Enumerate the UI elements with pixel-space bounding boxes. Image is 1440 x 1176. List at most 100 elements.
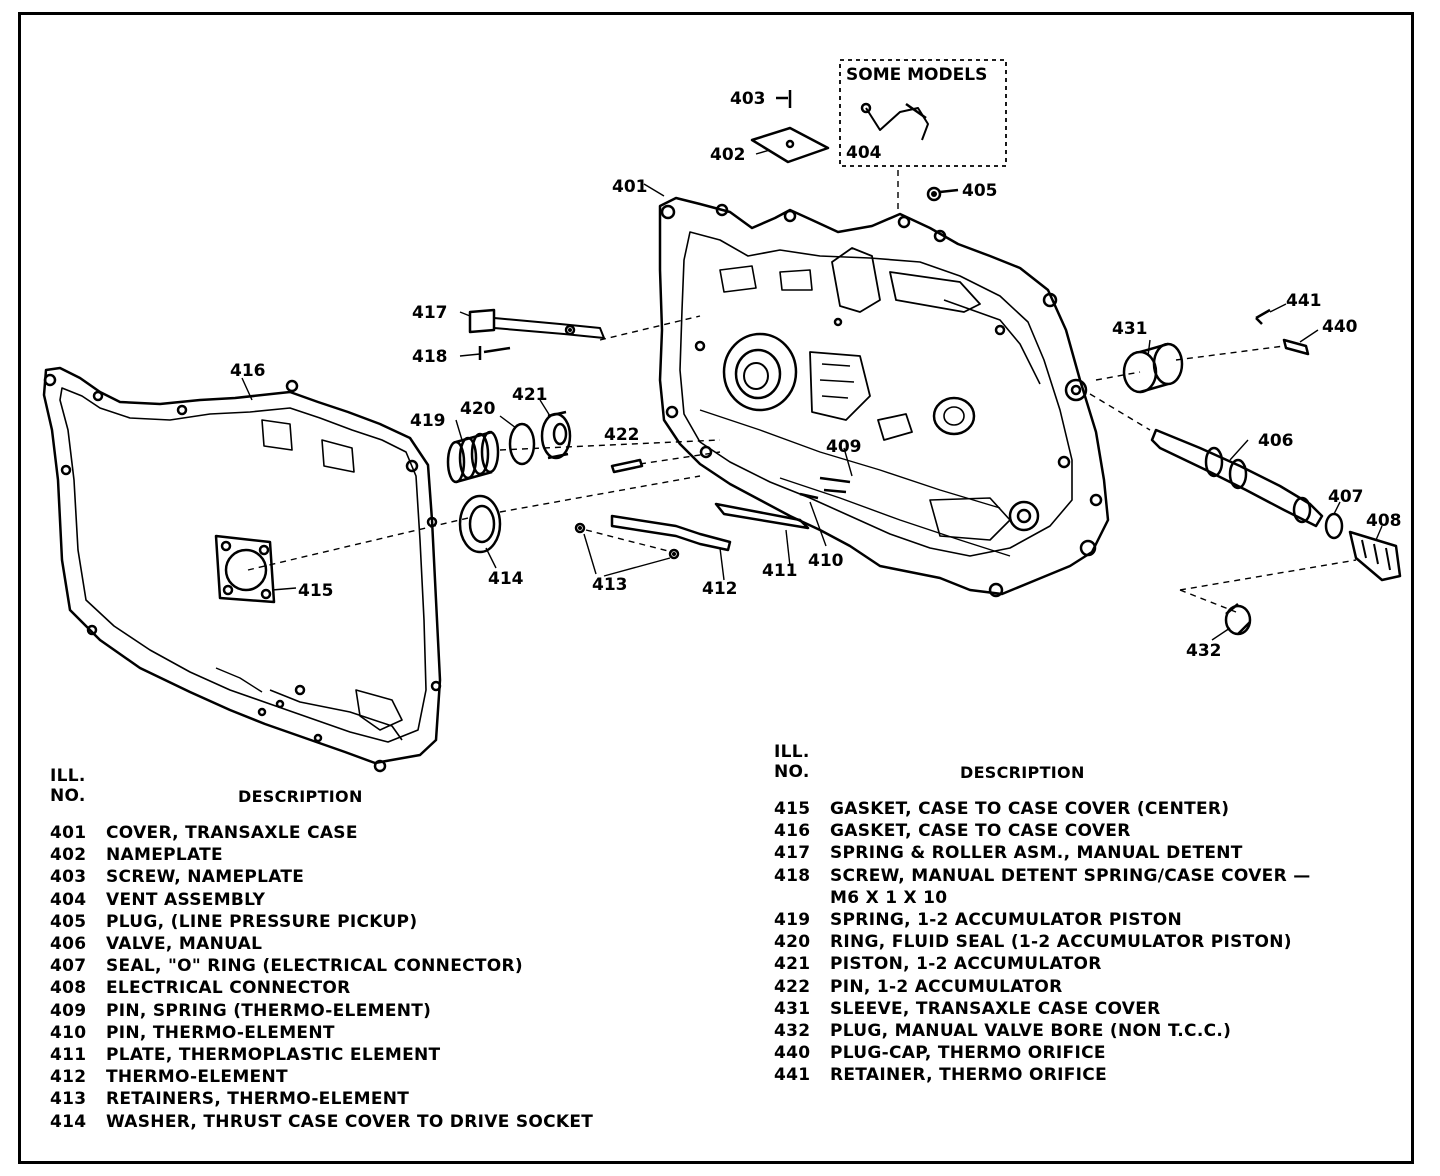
- spring-roller-asm-417: [468, 308, 605, 339]
- item-number: 420: [774, 932, 811, 953]
- item-number: 407: [50, 956, 87, 977]
- callout-414: 414: [488, 569, 524, 589]
- item-description: PIN, 1-2 ACCUMULATOR: [830, 976, 1063, 997]
- item-number: 422: [774, 976, 811, 997]
- callout-403: 403: [730, 89, 766, 109]
- item-description: SPRING, 1-2 ACCUMULATOR PISTON: [830, 910, 1182, 931]
- item-description: VENT ASSEMBLY: [106, 889, 266, 910]
- callout-402: 402: [710, 145, 746, 165]
- legend-header: ILL. NO. DESCRIPTION: [50, 766, 690, 822]
- item-description: NAMEPLATE: [106, 845, 223, 866]
- item-number: 413: [50, 1089, 87, 1110]
- legend-row-continuation: M6 X 1 X 10: [774, 887, 1414, 909]
- callout-422: 422: [604, 425, 640, 445]
- callout-405: 405: [962, 181, 998, 201]
- legend-row: 406 VALVE, MANUAL: [50, 933, 690, 955]
- callout-416: 416: [230, 361, 266, 381]
- item-description: PIN, SPRING (THERMO-ELEMENT): [106, 1000, 432, 1021]
- item-description: SPRING & ROLLER ASM., MANUAL DETENT: [830, 843, 1243, 864]
- item-number: 421: [774, 954, 811, 975]
- item-description: WASHER, THRUST CASE COVER TO DRIVE SOCKE…: [106, 1111, 594, 1132]
- item-description: M6 X 1 X 10: [830, 887, 948, 908]
- electrical-connector-408: [1348, 530, 1402, 582]
- nameplate-402: [750, 126, 830, 164]
- sleeve-case-cover-431: [1122, 342, 1184, 394]
- item-number: 418: [774, 865, 811, 886]
- callout-412: 412: [702, 579, 738, 599]
- legend-row: 402 NAMEPLATE: [50, 844, 690, 866]
- callout-420: 420: [460, 399, 496, 419]
- item-description: SCREW, MANUAL DETENT SPRING/CASE COVER —: [830, 865, 1311, 886]
- callout-406: 406: [1258, 431, 1294, 451]
- item-number: 415: [774, 799, 811, 819]
- callout-401: 401: [612, 177, 648, 197]
- no-label: NO.: [774, 762, 810, 782]
- item-number: 411: [50, 1045, 87, 1066]
- legend-row: 417 SPRING & ROLLER ASM., MANUAL DETENT: [774, 842, 1414, 864]
- gasket-center-415: [214, 534, 276, 604]
- manual-valve-406: [1150, 428, 1324, 528]
- item-description: RING, FLUID SEAL (1-2 ACCUMULATOR PISTON…: [830, 932, 1292, 953]
- callout-410: 410: [808, 551, 844, 571]
- item-description: SLEEVE, TRANSAXLE CASE COVER: [830, 998, 1161, 1019]
- legend-row: 418 SCREW, MANUAL DETENT SPRING/CASE COVE…: [774, 865, 1414, 887]
- thrust-washer-414: [458, 494, 502, 554]
- fluid-seal-ring-420: [508, 422, 536, 466]
- legend-row: 431 SLEEVE, TRANSAXLE CASE COVER: [774, 998, 1414, 1020]
- retainer-413a: [574, 522, 586, 534]
- callout-417: 417: [412, 303, 448, 323]
- item-description: COVER, TRANSAXLE CASE: [106, 823, 358, 843]
- parts-legend-left: ILL. NO. DESCRIPTION 401 COVER, TRANSAXLE…: [50, 766, 690, 1133]
- callout-404: 404: [846, 143, 882, 163]
- item-description: PLUG, MANUAL VALVE BORE (NON T.C.C.): [830, 1021, 1232, 1042]
- callout-421: 421: [512, 385, 548, 405]
- callout-418: 418: [412, 347, 448, 367]
- thermoplastic-plate-411: [714, 502, 810, 530]
- screw-nameplate-403: [776, 90, 792, 108]
- callout-432: 432: [1186, 641, 1222, 661]
- description-heading: DESCRIPTION: [960, 763, 1085, 782]
- callout-415: 415: [298, 581, 334, 601]
- item-description: PIN, THERMO-ELEMENT: [106, 1022, 335, 1043]
- ill-no-heading: ILL. NO.: [774, 742, 810, 782]
- item-description: ELECTRICAL CONNECTOR: [106, 978, 351, 999]
- item-number: 417: [774, 843, 811, 864]
- item-description: VALVE, MANUAL: [106, 934, 263, 955]
- callout-408: 408: [1366, 511, 1402, 531]
- item-number: 406: [50, 934, 87, 955]
- some-models-label: SOME MODELS: [846, 65, 987, 85]
- item-number: 409: [50, 1000, 87, 1021]
- manual-valve-bore-plug-432: [1224, 603, 1252, 636]
- accumulator-spring-419: [446, 430, 500, 484]
- callout-409: 409: [826, 437, 862, 457]
- legend-row: 422 PIN, 1-2 ACCUMULATOR: [774, 976, 1414, 998]
- item-number: 432: [774, 1021, 811, 1042]
- item-number: [774, 887, 830, 909]
- item-number: 403: [50, 867, 87, 888]
- item-number: 414: [50, 1111, 87, 1132]
- legend-row: 420 RING, FLUID SEAL (1-2 ACCUMULATOR PIS…: [774, 931, 1414, 953]
- item-number: 440: [774, 1043, 811, 1064]
- no-label: NO.: [50, 786, 86, 806]
- item-number: 402: [50, 845, 87, 866]
- item-number: 401: [50, 823, 87, 843]
- plug-line-pressure-405: [926, 186, 959, 202]
- legend-row: 409 PIN, SPRING (THERMO-ELEMENT): [50, 1000, 690, 1022]
- ill-no-heading: ILL. NO.: [50, 766, 86, 806]
- ill-label: ILL.: [774, 742, 810, 762]
- callout-440: 440: [1322, 317, 1358, 337]
- item-number: 405: [50, 911, 87, 932]
- callout-413: 413: [592, 575, 628, 595]
- item-number: 412: [50, 1067, 87, 1088]
- item-description: THERMO-ELEMENT: [106, 1067, 288, 1088]
- item-number: 431: [774, 998, 811, 1019]
